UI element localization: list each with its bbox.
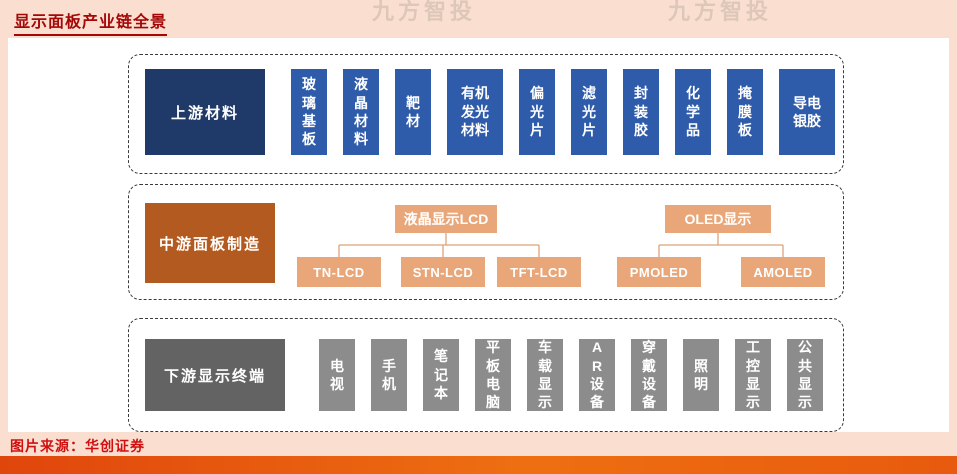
oled-parent-box: OLED显示 <box>665 205 771 233</box>
midstream-section: 中游面板制造 液晶显示LCD OLED显示 TN-LCD STN-LCD TFT… <box>128 184 844 300</box>
item-text: 化学品 <box>686 85 700 139</box>
item-text: 液晶材料 <box>354 76 368 148</box>
upstream-item: 有机发光材料 <box>447 69 503 155</box>
upstream-item: 靶材 <box>395 69 431 155</box>
upstream-item: 液晶材料 <box>343 69 379 155</box>
upstream-item: 偏光片 <box>519 69 555 155</box>
upstream-item: 化学品 <box>675 69 711 155</box>
item-text: 封装胶 <box>634 85 648 139</box>
item-text: 电视 <box>330 357 344 392</box>
page-title: 显示面板产业链全景 <box>14 8 168 36</box>
lcd-child-box: TFT-LCD <box>497 257 581 287</box>
lcd-child-box: STN-LCD <box>401 257 485 287</box>
watermark-text: 九方智投 <box>372 0 477 24</box>
downstream-item: 电视 <box>319 339 355 411</box>
lcd-child-box: TN-LCD <box>297 257 381 287</box>
item-text: 手机 <box>382 357 396 392</box>
downstream-item: 笔记本 <box>423 339 459 411</box>
upstream-label: 上游材料 <box>145 69 265 155</box>
downstream-item: 照明 <box>683 339 719 411</box>
item-text: 导电银胶 <box>793 94 821 129</box>
downstream-item: 公共显示 <box>787 339 823 411</box>
watermark-text: 九方智投 <box>668 0 773 24</box>
oled-child-box: AMOLED <box>741 257 825 287</box>
upstream-item: 导电银胶 <box>779 69 835 155</box>
item-text: 偏光片 <box>530 85 544 139</box>
lcd-parent-box: 液晶显示LCD <box>395 205 497 233</box>
oled-child-box: PMOLED <box>617 257 701 287</box>
upstream-item: 玻璃基板 <box>291 69 327 155</box>
item-text: 有机发光材料 <box>461 85 489 139</box>
item-text: 公共显示 <box>798 339 812 411</box>
downstream-item: 车载显示 <box>527 339 563 411</box>
downstream-item: 手机 <box>371 339 407 411</box>
item-text: 笔记本 <box>434 348 448 402</box>
downstream-items-row: 电视 手机 笔记本 平板电脑 车载显示 AR设备 穿戴设备 照明 工控显示 公共… <box>319 339 835 411</box>
image-source-caption: 图片来源：华创证券 <box>10 438 145 454</box>
downstream-item: 穿戴设备 <box>631 339 667 411</box>
item-text: 照明 <box>694 357 708 392</box>
item-text: 玻璃基板 <box>302 76 316 148</box>
item-text: 掩膜板 <box>738 85 752 139</box>
downstream-item: AR设备 <box>579 339 615 411</box>
upstream-item: 封装胶 <box>623 69 659 155</box>
item-text: 靶材 <box>406 94 420 129</box>
item-text: 工控显示 <box>746 339 760 411</box>
upstream-section: 上游材料 玻璃基板 液晶材料 靶材 有机发光材料 偏光片 滤光片 封装胶 化学品… <box>128 54 844 174</box>
item-text: AR设备 <box>590 339 604 411</box>
footer-bar <box>0 456 957 474</box>
item-text: 滤光片 <box>582 85 596 139</box>
item-text: 车载显示 <box>538 339 552 411</box>
item-text: 穿戴设备 <box>642 339 656 411</box>
downstream-label: 下游显示终端 <box>145 339 285 411</box>
diagram-panel: 上游材料 玻璃基板 液晶材料 靶材 有机发光材料 偏光片 滤光片 封装胶 化学品… <box>8 38 949 432</box>
connector-lines <box>338 233 784 257</box>
upstream-item: 掩膜板 <box>727 69 763 155</box>
midstream-label: 中游面板制造 <box>145 203 275 283</box>
downstream-item: 工控显示 <box>735 339 771 411</box>
downstream-item: 平板电脑 <box>475 339 511 411</box>
downstream-section: 下游显示终端 电视 手机 笔记本 平板电脑 车载显示 AR设备 穿戴设备 照明 … <box>128 318 844 432</box>
item-text: 平板电脑 <box>486 339 500 411</box>
upstream-items-row: 玻璃基板 液晶材料 靶材 有机发光材料 偏光片 滤光片 封装胶 化学品 掩膜板 … <box>291 69 835 155</box>
upstream-item: 滤光片 <box>571 69 607 155</box>
